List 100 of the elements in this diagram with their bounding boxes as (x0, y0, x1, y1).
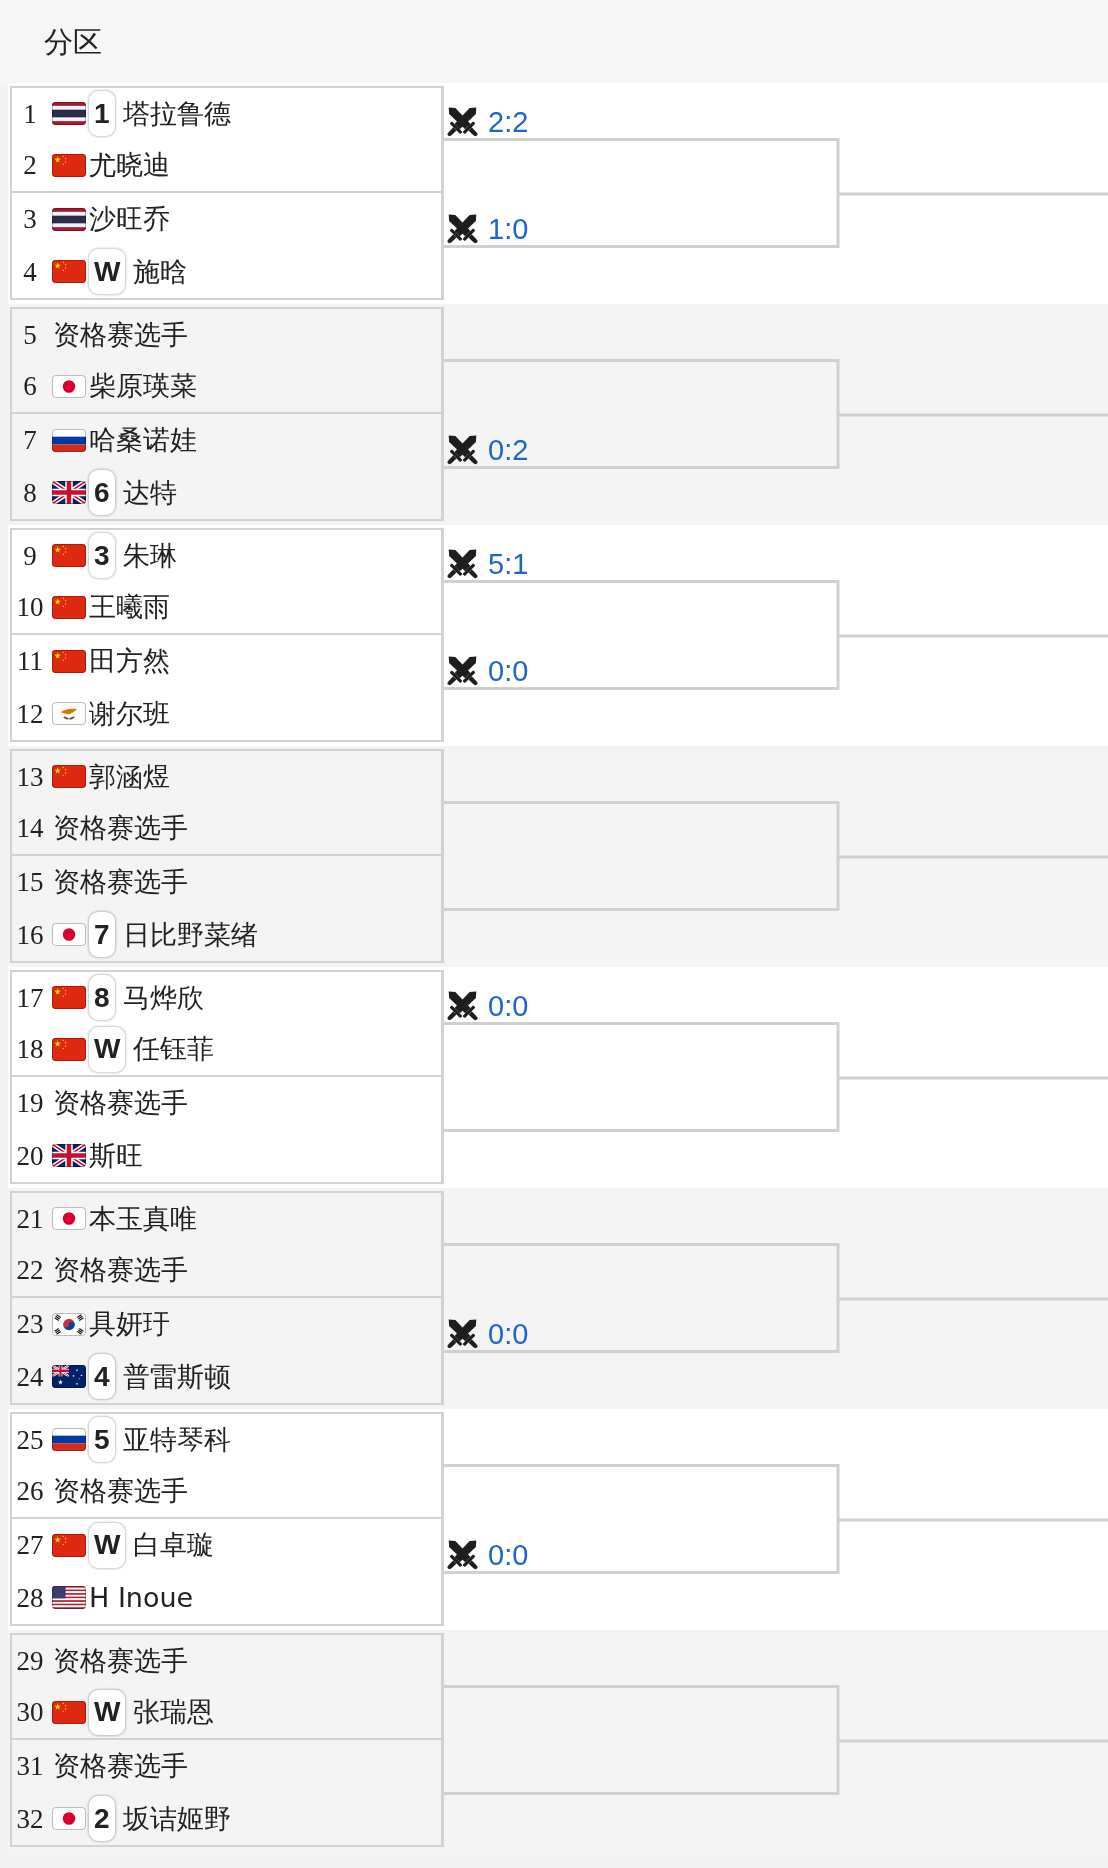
match-box (10, 414, 444, 521)
score-label: 0:2 (488, 434, 529, 465)
score-label: 0:0 (488, 990, 529, 1021)
draw-number: 19 (15, 1087, 45, 1120)
bracket-line (444, 857, 840, 911)
bracket-line (444, 415, 840, 469)
bracket-line (444, 1464, 840, 1520)
player-name: 资格赛选手 (53, 1474, 188, 1509)
player-name: 哈桑诺娃 (89, 423, 197, 458)
player-name: 马烨欣 (122, 980, 204, 1015)
seed-badge: 1 (89, 91, 115, 137)
seed-badge: 2 (89, 1796, 115, 1842)
draw-number: 24 (15, 1360, 45, 1393)
bracket-line (444, 1741, 840, 1795)
match-box (10, 1412, 444, 1519)
draw-number: 6 (22, 370, 38, 403)
score-label: 1:0 (488, 213, 529, 244)
seed-badge: 3 (89, 533, 115, 579)
match-box (10, 528, 444, 635)
player-name: 郭涵煜 (89, 759, 170, 794)
player-name: 朱琳 (122, 538, 177, 573)
match-box (10, 1191, 444, 1298)
match-box (10, 635, 444, 742)
draw-number: 23 (15, 1308, 45, 1341)
player-name: 普雷斯顿 (122, 1359, 231, 1394)
match-box (10, 856, 444, 963)
bracket-line (444, 1078, 840, 1132)
player-name: 田方然 (89, 644, 170, 679)
draw-number: 22 (15, 1254, 45, 1287)
draw-number: 11 (16, 645, 44, 678)
score-label: 0:0 (488, 655, 529, 686)
player-name: 施晗 (133, 254, 188, 289)
bracket-line (444, 1520, 840, 1574)
draw-number: 2 (22, 149, 38, 182)
player-name: 日比野菜绪 (122, 917, 258, 952)
player-name: 资格赛选手 (53, 811, 188, 846)
bracket-line (838, 1739, 1108, 1743)
seed-badge: 8 (89, 975, 115, 1021)
match-box (10, 307, 444, 414)
draw-number: 3 (22, 203, 38, 236)
bracket-line (444, 359, 840, 415)
player-name: 资格赛选手 (53, 317, 188, 352)
player-name: 资格赛选手 (53, 1643, 188, 1678)
seed-badge: W (89, 1522, 126, 1568)
player-name: 王曦雨 (89, 590, 170, 625)
match-box (10, 970, 444, 1077)
section-band (8, 83, 1108, 304)
draw-number: 25 (15, 1423, 45, 1456)
draw-number: 21 (15, 1202, 45, 1235)
player-name: 坂诘姬野 (122, 1801, 231, 1836)
player-name: 沙旺乔 (89, 202, 170, 237)
bracket-line (444, 1022, 840, 1078)
draw-number: 31 (15, 1750, 45, 1783)
section-band (8, 525, 1108, 746)
bracket-line (838, 192, 1108, 196)
title: 分区 (44, 24, 102, 61)
bracket-line (838, 413, 1108, 417)
player-name: 亚特琴科 (122, 1422, 231, 1457)
draw-number: 26 (15, 1475, 45, 1508)
match-box (10, 1519, 444, 1626)
draw-number: 7 (22, 424, 38, 457)
score-label: 0:0 (488, 1539, 529, 1570)
draw-number: 14 (15, 812, 45, 845)
bracket-line (444, 1685, 840, 1741)
draw-number: 12 (15, 697, 45, 730)
draw-number: 10 (15, 591, 45, 624)
player-name: 具妍玗 (89, 1307, 170, 1342)
draw-number: 27 (15, 1529, 45, 1562)
bracket-line (444, 1243, 840, 1299)
player-name: 本玉真唯 (89, 1201, 197, 1236)
draw-number: 32 (15, 1802, 45, 1835)
player-name: 资格赛选手 (53, 1253, 188, 1288)
seed-badge: 5 (89, 1417, 115, 1463)
player-name: 斯旺 (89, 1138, 143, 1173)
player-name: 尤晓迪 (89, 148, 170, 183)
section-band (8, 967, 1108, 1188)
player-name: 资格赛选手 (53, 865, 188, 900)
bracket-line (444, 138, 840, 194)
match-box (10, 1633, 444, 1740)
draw-number: 20 (15, 1139, 45, 1172)
player-name: 资格赛选手 (53, 1086, 188, 1121)
draw-number: 15 (15, 866, 45, 899)
bracket-line (444, 801, 840, 857)
match-box (10, 1077, 444, 1184)
match-box (10, 193, 444, 300)
seed-badge: 7 (89, 912, 115, 958)
bracket-line (444, 1299, 840, 1353)
match-box (10, 1740, 444, 1847)
match-box (10, 749, 444, 856)
bracket-line (444, 580, 840, 636)
player-name: 柴原瑛菜 (89, 369, 197, 404)
seed-badge: 4 (89, 1354, 115, 1400)
match-box (10, 86, 444, 193)
draw-number: 28 (15, 1581, 45, 1614)
player-name: 白卓璇 (133, 1528, 215, 1563)
bracket-line (838, 855, 1108, 859)
bracket-line (444, 636, 840, 690)
draw-number: 18 (15, 1033, 45, 1066)
player-name: 资格赛选手 (53, 1749, 188, 1784)
score-label: 0:0 (488, 1318, 529, 1349)
